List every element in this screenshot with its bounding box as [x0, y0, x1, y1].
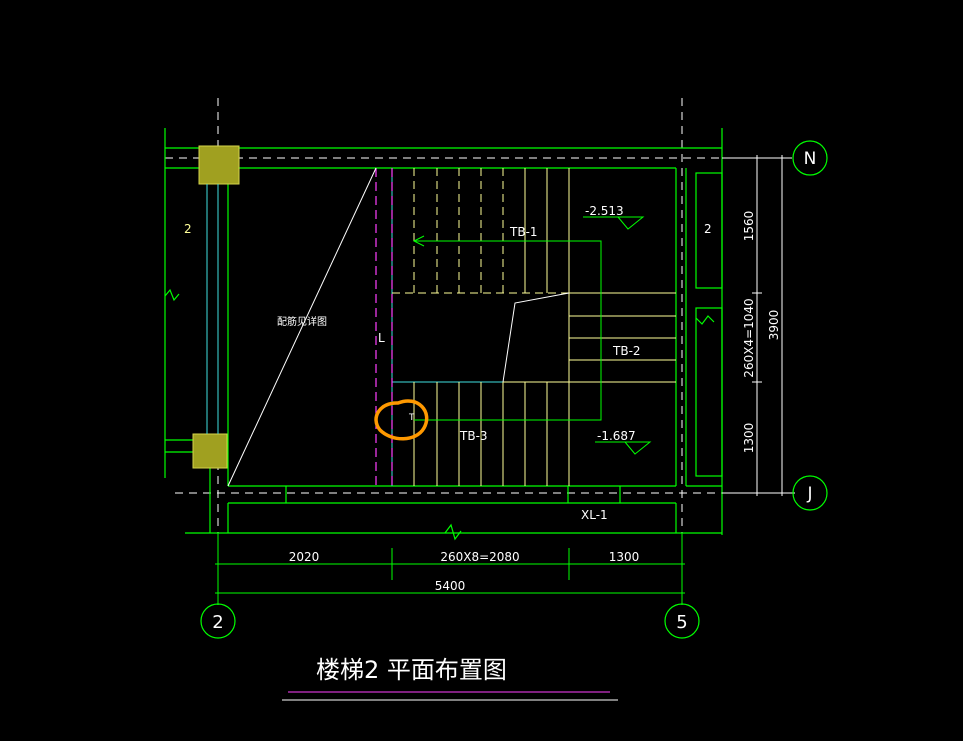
grid-bubble-5	[664, 603, 700, 639]
mark-l: L	[378, 331, 385, 345]
title-underlines	[282, 691, 618, 701]
column-top-left	[198, 145, 240, 185]
right-landing-treads	[568, 292, 676, 383]
column-bottom-left	[192, 433, 228, 469]
walls	[164, 128, 723, 541]
note-reinforcement: 配筋见详图	[277, 315, 327, 328]
drawing-title: 楼梯2 平面布置图	[316, 656, 507, 684]
elevation-upper: -2.513	[585, 204, 624, 218]
dim-right-2: 260X4=1040	[742, 298, 756, 377]
grid-bubble-n	[792, 140, 828, 176]
elevation-markers	[583, 216, 652, 455]
mark-left-2: 2	[184, 222, 192, 236]
grid-label-5: 5	[676, 612, 687, 633]
stairwell-opening	[227, 167, 570, 487]
flight-label-tb1: TB-1	[509, 225, 538, 239]
flight-arrows	[412, 235, 602, 421]
upper-flight-treads	[392, 168, 570, 294]
dim-right-total: 3900	[767, 310, 781, 341]
dim-bottom-1: 2020	[289, 550, 320, 564]
bottom-dimension-lines	[215, 533, 685, 605]
grid-label-2: 2	[212, 612, 223, 633]
grid-bubbles	[200, 140, 828, 639]
magenta-dashed-lines	[375, 168, 393, 486]
dim-bottom-2: 260X8=2080	[440, 550, 519, 564]
right-dimension-lines	[722, 155, 792, 496]
dim-bottom-total: 5400	[435, 579, 466, 593]
highlight-circle	[374, 399, 429, 441]
grid-label-n: N	[804, 149, 817, 169]
grid-label-j: J	[806, 484, 812, 504]
columns	[192, 145, 240, 469]
mark-right-2: 2	[704, 222, 712, 236]
dim-right-1: 1560	[742, 211, 756, 242]
mark-t: T	[408, 413, 415, 423]
flight-label-tb3: TB-3	[459, 429, 488, 443]
flight-label-tb2: TB-2	[612, 344, 641, 358]
dim-bottom-3: 1300	[609, 550, 640, 564]
lower-flight-treads	[413, 381, 570, 486]
elevation-lower: -1.687	[597, 429, 636, 443]
grid-bubble-j	[792, 475, 828, 511]
dim-right-3: 1300	[742, 423, 756, 454]
beam-label: XL-1	[581, 508, 608, 522]
